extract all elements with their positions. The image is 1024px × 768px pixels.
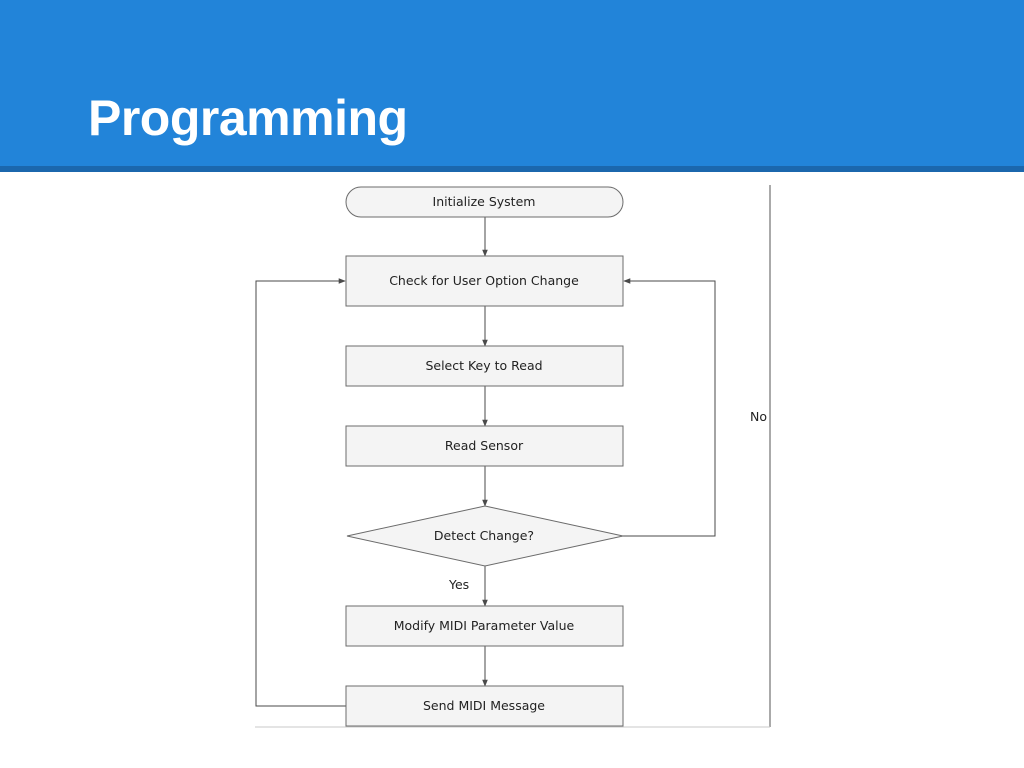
node-select-key-shape bbox=[345, 345, 624, 387]
node-detect-change-label: Detect Change? bbox=[434, 528, 534, 543]
node-read-sensor-shape bbox=[345, 425, 624, 467]
node-send-midi-label: Send MIDI Message bbox=[423, 698, 545, 713]
node-read-sensor-label: Read Sensor bbox=[445, 438, 524, 453]
node-detect-change-shape bbox=[346, 505, 624, 567]
node-modify-midi-shape bbox=[345, 605, 624, 647]
node-check-user-option-label: Check for User Option Change bbox=[389, 273, 579, 288]
edge-detect-to-check bbox=[623, 278, 716, 537]
node-check-user-option-shape bbox=[345, 255, 624, 307]
node-initialize-system-label: Initialize System bbox=[433, 194, 536, 209]
edge-label-no: No bbox=[750, 409, 767, 424]
title-bar-rule bbox=[0, 166, 1024, 172]
title-bar bbox=[0, 0, 1024, 166]
node-initialize-system: Initialize System bbox=[345, 186, 624, 218]
node-modify-midi-label: Modify MIDI Parameter Value bbox=[394, 618, 575, 633]
slide-title: Programming bbox=[88, 90, 408, 146]
node-select-key-label: Select Key to Read bbox=[425, 358, 542, 373]
node-detect-change: Detect Change? bbox=[346, 505, 624, 567]
node-select-key: Select Key to Read bbox=[345, 345, 624, 387]
edge-label-yes: Yes bbox=[448, 577, 469, 592]
node-check-user-option: Check for User Option Change bbox=[345, 255, 624, 307]
node-read-sensor: Read Sensor bbox=[345, 425, 624, 467]
edge-send-to-check bbox=[255, 278, 346, 707]
node-send-midi-shape bbox=[345, 685, 624, 727]
node-modify-midi: Modify MIDI Parameter Value bbox=[345, 605, 624, 647]
node-initialize-system-shape bbox=[345, 186, 624, 218]
node-send-midi: Send MIDI Message bbox=[345, 685, 624, 727]
